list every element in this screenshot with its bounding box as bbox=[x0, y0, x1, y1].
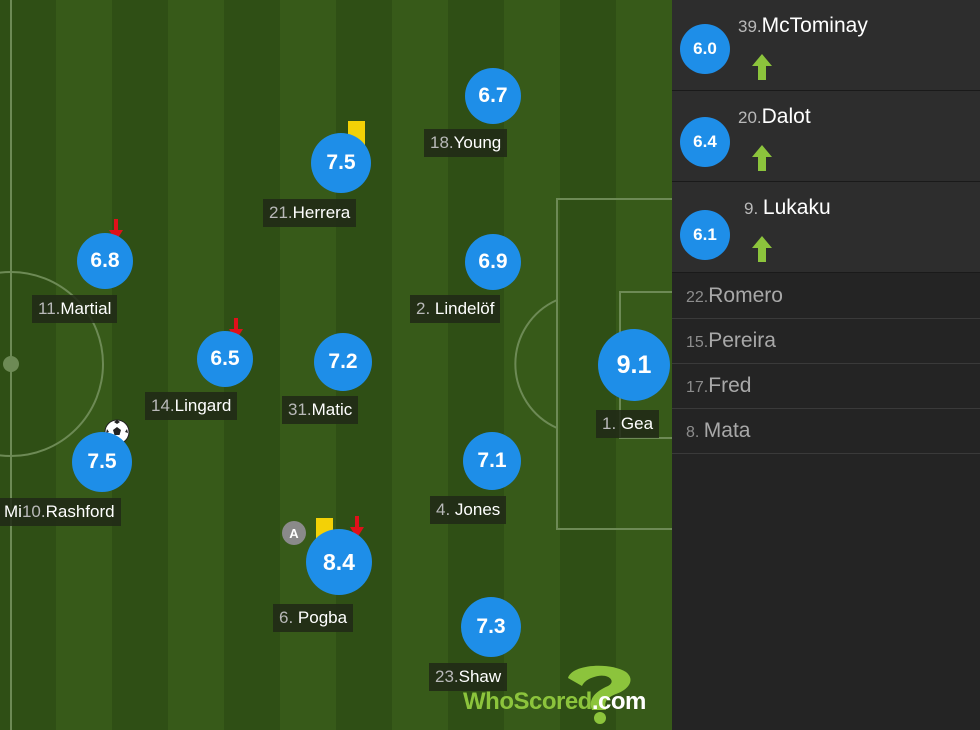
unused-substitute-row[interactable]: 8. Mata bbox=[672, 409, 980, 454]
player-name: Matic bbox=[311, 400, 353, 419]
pitch-markings bbox=[0, 0, 672, 730]
whoscored-logo-icon bbox=[568, 665, 631, 724]
player-name: Romero bbox=[708, 284, 783, 307]
player-rating[interactable]: 8.4 bbox=[306, 529, 372, 595]
player-number: 31. bbox=[288, 400, 312, 419]
player-name: Fred bbox=[708, 374, 752, 397]
player-name: Dalot bbox=[761, 105, 811, 128]
player-number: 10. bbox=[21, 502, 46, 521]
unused-substitute-row[interactable]: 17.Fred bbox=[672, 364, 980, 409]
unused-substitute-row[interactable]: 15.Pereira bbox=[672, 319, 980, 364]
player-number: 1. bbox=[602, 414, 621, 433]
player-name: Pereira bbox=[708, 329, 776, 352]
player-rating[interactable]: 9.1 bbox=[598, 329, 670, 401]
player-number: 14. bbox=[151, 396, 175, 415]
player-name-label: 18.Young bbox=[424, 129, 508, 157]
player-name-label: 22.Romero bbox=[686, 284, 783, 308]
substitute-row[interactable]: 6.4 20.Dalot bbox=[672, 91, 980, 182]
player-rating[interactable]: 6.7 bbox=[465, 68, 521, 124]
player-name: McTominay bbox=[761, 14, 868, 37]
player-name: Mata bbox=[703, 419, 751, 442]
substitutes-panel: 6.0 39.McTominay 6.4 20.Dalot 6.1 9. Luk… bbox=[672, 0, 980, 730]
player-number: 11. bbox=[38, 299, 61, 318]
player-name-label: 20.Dalot bbox=[738, 105, 811, 129]
substitute-row[interactable]: 6.1 9. Lukaku bbox=[672, 182, 980, 273]
player-name: Lindelöf bbox=[434, 299, 495, 318]
player-rating[interactable]: 7.2 bbox=[314, 333, 372, 391]
player-name-label: 21.Herrera bbox=[263, 199, 357, 227]
player-name-label: 11.Martial bbox=[32, 295, 118, 323]
player-name: Lukaku bbox=[762, 196, 831, 219]
player-rating[interactable]: 6.8 bbox=[77, 233, 133, 289]
player-name: Rashford bbox=[45, 502, 115, 521]
player-rating[interactable]: 7.5 bbox=[311, 133, 371, 193]
player-number: 22. bbox=[686, 289, 709, 306]
pitch: 6.7 18.Young 7.5 21.Herrera 6.8 11.Marti… bbox=[0, 0, 672, 730]
player-number: 21. bbox=[269, 203, 293, 222]
player-rating: 6.1 bbox=[680, 210, 730, 260]
player-rating[interactable]: 7.1 bbox=[463, 432, 521, 490]
player-name-label: 17.Fred bbox=[686, 374, 751, 398]
player-number: 17. bbox=[686, 379, 709, 396]
player-name: Pogba bbox=[297, 608, 348, 627]
player-rating[interactable]: 7.5 bbox=[72, 432, 132, 492]
substitute-row[interactable]: 6.0 39.McTominay bbox=[672, 0, 980, 91]
player-name: Young bbox=[453, 133, 502, 152]
logo-text-domain: .com bbox=[591, 688, 647, 715]
cut-off-player-name: Mi bbox=[4, 502, 22, 521]
player-rating: 6.4 bbox=[680, 117, 730, 167]
player-number: 39. bbox=[738, 17, 762, 36]
sub-off-arrow-icon bbox=[350, 516, 364, 538]
player-name-label: 1. Gea bbox=[596, 410, 660, 438]
player-number: 20. bbox=[738, 108, 762, 127]
player-number: 23. bbox=[435, 667, 459, 686]
player-name: Herrera bbox=[292, 203, 351, 222]
player-name-label: 31.Matic bbox=[282, 396, 359, 424]
player-name-label: Mi10.Rashford bbox=[0, 498, 121, 526]
player-name-label: 8. Mata bbox=[686, 419, 750, 443]
player-name: Lingard bbox=[174, 396, 232, 415]
sub-on-arrow-icon bbox=[752, 145, 772, 171]
unused-substitute-row[interactable]: 22.Romero bbox=[672, 274, 980, 319]
player-number: 15. bbox=[686, 334, 709, 351]
player-name: Shaw bbox=[458, 667, 502, 686]
logo-text-who: WhoScored bbox=[463, 688, 592, 715]
player-name-label: 23.Shaw bbox=[429, 663, 508, 691]
player-name-label: 6. Pogba bbox=[273, 604, 354, 632]
player-name-label: 39.McTominay bbox=[738, 14, 868, 38]
sub-on-arrow-icon bbox=[752, 236, 772, 262]
sub-on-arrow-icon bbox=[752, 54, 772, 80]
player-name-label: 2. Lindelöf bbox=[410, 295, 501, 323]
player-name-label: 4. Jones bbox=[430, 496, 507, 524]
player-number: 9. bbox=[744, 199, 763, 218]
whoscored-logo: WhoScored.com bbox=[463, 688, 646, 716]
player-number: 6. bbox=[279, 608, 298, 627]
player-rating[interactable]: 7.3 bbox=[461, 597, 521, 657]
player-number: 18. bbox=[430, 133, 454, 152]
player-name: Martial bbox=[60, 299, 112, 318]
player-number: 8. bbox=[686, 424, 704, 441]
player-name-label: 15.Pereira bbox=[686, 329, 776, 353]
player-name: Jones bbox=[454, 500, 501, 519]
player-name-label: 9. Lukaku bbox=[744, 196, 831, 220]
player-name: Gea bbox=[620, 414, 654, 433]
player-rating[interactable]: 6.5 bbox=[197, 331, 253, 387]
player-number: 4. bbox=[436, 500, 455, 519]
player-name-label: 14.Lingard bbox=[145, 392, 238, 420]
captain-badge-icon: A bbox=[282, 521, 306, 545]
player-rating[interactable]: 6.9 bbox=[465, 234, 521, 290]
player-rating: 6.0 bbox=[680, 24, 730, 74]
player-number: 2. bbox=[416, 299, 435, 318]
